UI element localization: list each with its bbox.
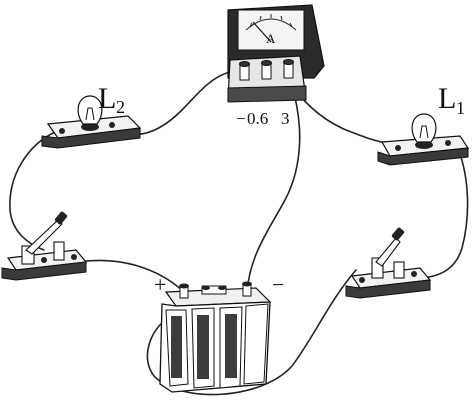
ammeter-terminal-label-negative: −	[236, 109, 246, 128]
battery: + −	[154, 272, 284, 393]
switch-left	[1, 211, 88, 281]
ammeter-terminal-label-3: 3	[281, 109, 290, 128]
ammeter-terminal-negative	[239, 61, 250, 81]
switch-right-screw	[359, 277, 365, 283]
lamp-l1-index: 1	[456, 98, 465, 118]
lamp-l2-filament	[85, 107, 95, 121]
switch-right-contact	[393, 261, 405, 279]
switch-right-blade	[375, 237, 401, 267]
lamp-l2: L 2	[41, 82, 142, 149]
switch-right-screw	[411, 271, 417, 277]
lamp-l2-board-front	[41, 127, 141, 149]
ammeter-tick	[289, 22, 293, 28]
battery-connector	[201, 285, 227, 295]
ammeter-terminal-3	[283, 59, 294, 79]
battery-cell-1	[165, 309, 189, 387]
lamp-l2-index: 2	[116, 97, 125, 117]
switch-left-board-front	[1, 261, 87, 281]
lamp-l2-bulb	[77, 95, 103, 125]
lamp-l1-screw-right	[445, 140, 451, 146]
battery-side	[243, 303, 269, 385]
battery-terminal-negative	[242, 281, 252, 297]
ammeter-dial-symbol: A	[266, 31, 276, 46]
ammeter-dial	[237, 9, 305, 51]
ammeter-needle	[252, 21, 272, 43]
switch-left-blade	[25, 219, 63, 255]
ammeter-tick	[280, 15, 283, 21]
switch-left-contact	[53, 241, 65, 261]
lamp-l2-screw-left	[59, 128, 65, 134]
wire-right-switch-to-battery	[146, 269, 357, 396]
ammeter-tick	[249, 22, 253, 28]
lamp-l1-screw-left	[395, 145, 401, 151]
lamp-l1-board-front	[377, 147, 469, 166]
switch-left-screw	[71, 254, 77, 260]
lamp-l2-screw-right	[109, 122, 115, 128]
ammeter-tick	[259, 15, 262, 21]
ammeter-terminal-label-0-6: 0.6	[247, 109, 268, 128]
ammeter-terminal-0-6	[261, 60, 272, 80]
wire-lamp-l1-to-right-switch	[421, 147, 469, 279]
wire-left-switch-to-battery-positive	[77, 259, 185, 293]
wire-ammeter-to-battery-negative	[246, 79, 301, 293]
battery-cell-2	[191, 307, 215, 389]
lamp-l2-socket	[81, 123, 99, 131]
lamp-l1-filament	[419, 125, 429, 139]
lamp-l1-letter: L	[438, 82, 456, 115]
switch-right-pivot	[371, 257, 384, 279]
switch-right-board-front	[345, 279, 431, 299]
lamp-l1-bulb	[411, 113, 437, 143]
switch-left-screw	[41, 257, 47, 263]
ammeter: A − 0.6 3	[227, 4, 325, 128]
switch-right	[345, 227, 432, 299]
battery-cell-3	[219, 306, 243, 389]
switch-left-handle	[54, 211, 68, 225]
ammeter-base-front	[227, 85, 307, 103]
lamp-l2-letter: L	[98, 82, 116, 115]
battery-positive-sign: +	[154, 272, 166, 297]
switch-right-handle	[391, 227, 405, 241]
battery-terminal-positive	[179, 283, 189, 299]
lamp-l1-socket	[415, 141, 433, 149]
wire-lamp-l2-to-left-switch	[9, 131, 56, 251]
lamp-l1: L 1	[377, 82, 470, 166]
battery-negative-sign: −	[272, 272, 284, 297]
